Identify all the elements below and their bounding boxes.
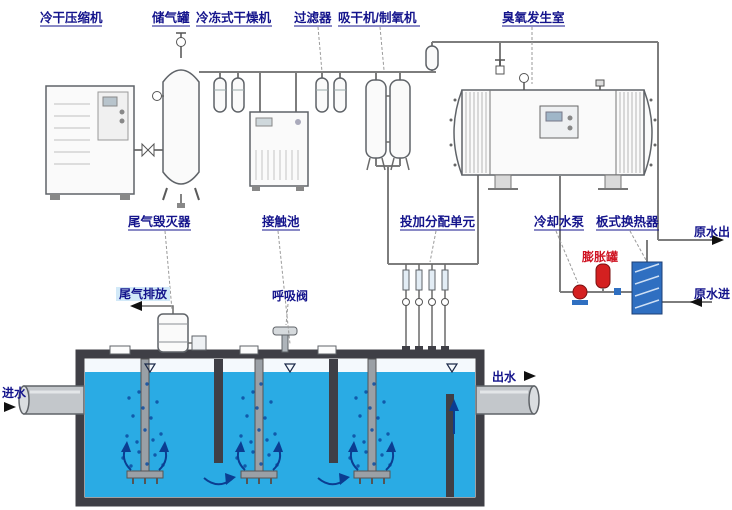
tower xyxy=(389,79,411,159)
freeze-dryer-unit xyxy=(249,111,309,191)
filter-capsule xyxy=(213,77,227,113)
generator-gauge-icon xyxy=(519,73,529,83)
inlet-pipe xyxy=(4,385,85,415)
flow-arrows xyxy=(121,399,459,486)
pool-port xyxy=(109,345,131,355)
discharge-arrow xyxy=(130,301,142,311)
label-contact-pool: 接触池 xyxy=(262,214,300,229)
label-heat-exchanger: 板式换热器 xyxy=(596,214,659,229)
generator-control-box xyxy=(539,105,579,139)
filter-capsule xyxy=(425,45,439,71)
dosing-distribution-unit xyxy=(402,264,449,353)
label-dosing-unit: 投加分配单元 xyxy=(400,214,476,229)
raw-water-in-arrow xyxy=(690,297,702,307)
baffle-wall xyxy=(329,359,338,463)
baffle-wall xyxy=(214,359,223,463)
dosing-valve-icon xyxy=(415,298,423,306)
tail-gas-destructor-unit xyxy=(130,301,207,353)
label-gas-tank: 储气罐 xyxy=(151,10,190,25)
label-filter: 过滤器 xyxy=(294,10,332,25)
label-raw-water-in: 原水进 xyxy=(694,286,730,301)
breathing-valve-unit xyxy=(272,326,298,355)
label-cooling-pump: 冷却水泵 xyxy=(534,214,585,229)
pool-headspace xyxy=(85,359,475,372)
label-freeze-dryer: 冷冻式干燥机 xyxy=(196,10,272,25)
dosing-valve-icon xyxy=(441,298,449,306)
generator-top-valve-icon xyxy=(495,65,505,75)
valve-icon xyxy=(614,288,621,295)
rotameter xyxy=(402,269,410,291)
outlet-pipe xyxy=(475,371,540,415)
label-water-in: 进水 xyxy=(2,385,27,400)
diffuser-pipe xyxy=(126,358,164,484)
tank-top-valve-icon xyxy=(176,37,186,47)
outlet-arrow xyxy=(524,371,536,381)
label-underlines xyxy=(40,25,659,231)
label-expansion-tank: 膨胀罐 xyxy=(581,249,618,264)
contact-pool xyxy=(75,345,485,507)
label-tail-discharge: 尾气排放 xyxy=(119,286,168,301)
expansion-tank xyxy=(595,263,611,289)
labels: 冷干压缩机 储气罐 冷冻式干燥机 过滤器 吸干机/制氧机 臭氧发生室 尾气毁灭器… xyxy=(2,10,730,400)
label-breathing-valve: 呼吸阀 xyxy=(272,288,308,303)
label-absorb-dryer: 吸干机/制氧机 xyxy=(338,10,417,25)
water-level-marks xyxy=(143,363,459,374)
filter-capsule xyxy=(231,77,245,113)
outlet-weir xyxy=(446,394,454,497)
pool-port xyxy=(239,345,259,355)
leader-lines xyxy=(164,26,647,345)
rotameter xyxy=(428,269,436,291)
raw-water-out-arrow xyxy=(712,235,724,245)
diffuser-pipe xyxy=(240,358,278,484)
generator-saddle xyxy=(494,174,512,190)
breathing-valve-cap xyxy=(272,326,298,336)
label-ozone-chamber: 臭氧发生室 xyxy=(502,10,565,25)
rotameter xyxy=(415,269,423,291)
dosing-valve-icon xyxy=(428,298,436,306)
label-water-out: 出水 xyxy=(492,369,517,384)
label-tail-destructor: 尾气毁灭器 xyxy=(128,214,191,229)
pressure-gauge-icon xyxy=(152,91,162,101)
inline-filters xyxy=(213,45,439,113)
compressor-display xyxy=(102,96,118,107)
label-raw-water-out: 原水出 xyxy=(694,224,730,239)
filter-capsule xyxy=(315,77,329,113)
pool-port xyxy=(317,345,337,355)
filter-capsule xyxy=(333,77,347,113)
twin-towers xyxy=(365,79,411,171)
bubbles xyxy=(121,382,392,468)
cooling-pump xyxy=(572,284,588,300)
tail-discharge-highlight xyxy=(116,287,170,301)
generator-display xyxy=(545,111,563,122)
destructor-blower xyxy=(191,335,207,351)
inlet-arrow xyxy=(4,402,16,412)
dosing-valve-icon xyxy=(402,298,410,306)
label-compressor: 冷干压缩机 xyxy=(40,10,103,25)
tower xyxy=(365,79,387,159)
rotameter xyxy=(441,269,449,291)
valve-icon xyxy=(141,142,155,158)
ozone-generator xyxy=(449,59,657,190)
gas-storage-tank xyxy=(152,32,200,208)
cooling-loop xyxy=(572,261,663,315)
diffuser-pipe xyxy=(353,358,391,484)
generator-saddle xyxy=(604,174,622,190)
dryer-display xyxy=(255,117,273,127)
pump-base xyxy=(572,300,588,305)
compressor-unit xyxy=(45,85,155,200)
